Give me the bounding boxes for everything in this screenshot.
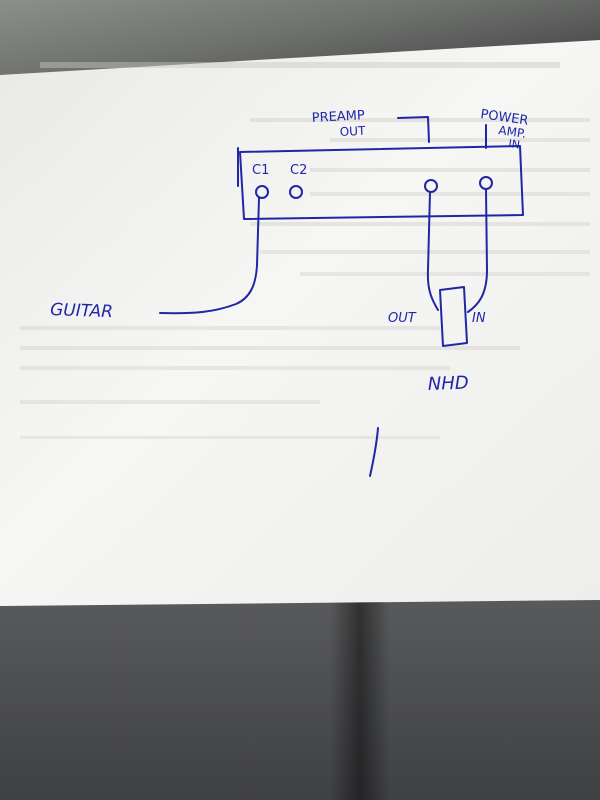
fabric-background-bottom [0,590,600,800]
label-preamp-out-line1: PREAMP [311,108,365,126]
label-guitar: GUITAR [50,300,114,322]
label-power-amp-in-line3: IN [508,137,521,151]
cable-preamp-out-to-device [426,191,439,311]
label-power-amp-in-line2: AMP. [498,123,527,141]
stray-pen-mark [369,427,379,477]
guitar-cable [159,197,260,315]
label-power-amp-in-line1: POWER [479,107,529,129]
label-device: NHD [427,373,469,395]
preamp-out-pointer [397,116,430,143]
label-c2: C2 [290,163,307,178]
diagram-labels: PREAMP OUT POWER AMP. IN C1 C2 GUITAR OU… [50,107,529,395]
wiring-diagram [159,116,524,477]
paper-surface [0,40,600,606]
label-out: OUT [388,311,417,326]
jack-c2-input [289,185,303,199]
fabric-crease-shadow [330,600,390,800]
amp-box-outline [239,145,524,220]
device-box [439,286,468,347]
label-in: IN [472,311,486,326]
cable-device-to-power-amp-in [467,188,488,313]
label-c1: C1 [252,163,269,178]
label-preamp-out-line2: OUT [339,124,366,139]
jack-c1-input [255,185,269,199]
printed-form-bleedthrough [20,62,590,439]
